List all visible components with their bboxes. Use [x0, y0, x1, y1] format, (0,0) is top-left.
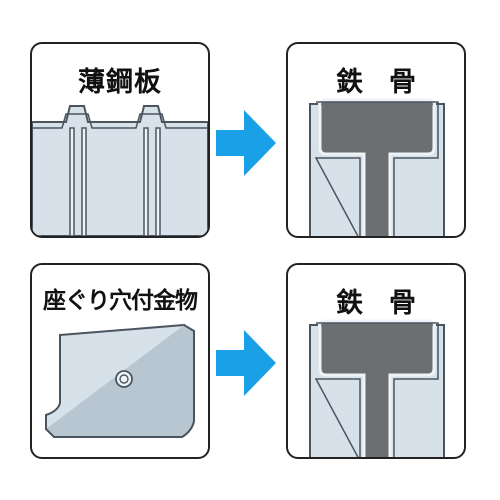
right-arrow-icon	[216, 110, 276, 176]
panel-label-counterbored-bracket: 座ぐり穴付金物	[43, 288, 198, 314]
steel-beam-illustration	[309, 319, 445, 457]
panel-steel-frame-bottom: 鉄骨	[286, 263, 466, 459]
counterbored-bracket-illustration	[45, 323, 195, 438]
panel-counterbored-bracket: 座ぐり穴付金物	[30, 263, 210, 459]
panel-label-steel-frame: 鉄骨	[336, 67, 442, 98]
panel-label-thin-steel-sheet: 薄鋼板	[78, 67, 162, 98]
panel-thin-steel-sheet: 薄鋼板	[30, 42, 210, 238]
corrugated-steel-sheet-illustration	[32, 105, 208, 236]
right-arrow-icon	[216, 330, 276, 396]
panel-label-steel-frame: 鉄骨	[336, 288, 442, 319]
panel-steel-frame-top: 鉄骨	[286, 42, 466, 238]
steel-beam-illustration	[309, 98, 445, 236]
